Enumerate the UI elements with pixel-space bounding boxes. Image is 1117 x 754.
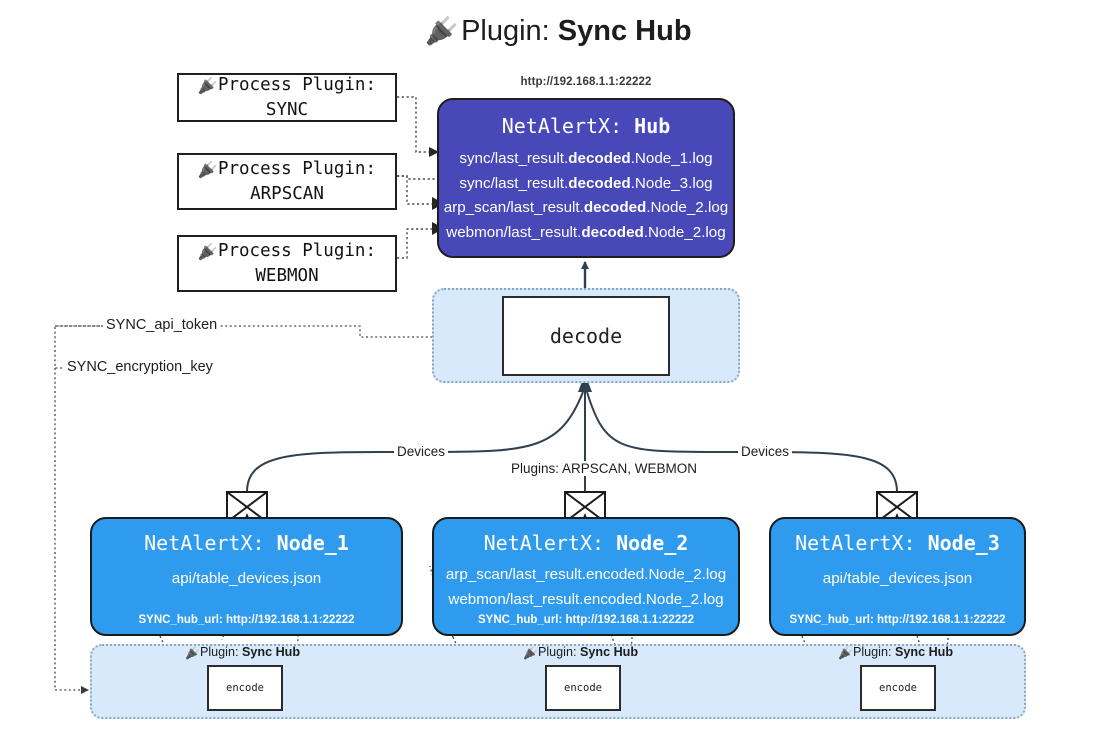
hub-file-line: sync/last_result.decoded.Node_3.log — [459, 174, 713, 192]
hub-url-label: http://192.168.1.1:22222 — [520, 76, 652, 88]
encode-caption-2: 🔌Plugin: Sync Hub — [523, 645, 639, 660]
page-title: 🔌Plugin: Sync Hub — [0, 14, 1117, 49]
node-to-decode-edges — [246, 391, 898, 493]
node-file-line: webmon/last_result.encoded.Node_2.log — [448, 590, 724, 608]
process-plugin-sync-line1: 🔌Process Plugin: — [198, 73, 376, 98]
process-plugin-sync-name: SYNC — [265, 99, 309, 120]
hub-file-line: webmon/last_result.decoded.Node_2.log — [446, 223, 726, 241]
process-plugin-sync-box[interactable]: 🔌Process Plugin: SYNC — [177, 73, 397, 122]
devices-left-label: Devices — [394, 444, 449, 459]
process-plugin-webmon-line1: 🔌Process Plugin: — [198, 239, 376, 264]
encode-label: encode — [564, 682, 602, 694]
plug-icon: 🔌 — [425, 16, 460, 46]
node-footer: SYNC_hub_url: http://192.168.1.1:22222 — [477, 614, 695, 626]
decode-label: decode — [549, 324, 623, 348]
node-title: NetAlertX: Node_1 — [144, 531, 349, 555]
encode-label: encode — [226, 682, 264, 694]
encode-box-2[interactable]: encode — [545, 665, 621, 711]
decode-box[interactable]: decode — [502, 296, 670, 376]
node-box-node-1[interactable]: NetAlertX: Node_1 api/table_devices.json… — [90, 517, 403, 636]
plugin-to-hub-edges — [397, 96, 439, 259]
hub-file-line: arp_scan/last_result.decoded.Node_2.log — [443, 199, 729, 217]
encode-label: encode — [879, 682, 917, 694]
plugins-center-label: Plugins: ARPSCAN, WEBMON — [508, 461, 701, 476]
node-box-node-2[interactable]: NetAlertX: Node_2 arp_scan/last_result.e… — [432, 517, 740, 636]
encode-box-3[interactable]: encode — [860, 665, 936, 711]
encryption-key-edge — [54, 368, 89, 694]
hub-file-line: sync/last_result.decoded.Node_1.log — [459, 150, 713, 167]
devices-right-label: Devices — [738, 444, 793, 459]
node-title: NetAlertX: Node_3 — [795, 531, 1000, 555]
process-plugin-arpscan-box[interactable]: 🔌Process Plugin: ARPSCAN — [177, 153, 397, 210]
encode-box-1[interactable]: encode — [207, 665, 283, 711]
process-plugin-webmon-box[interactable]: 🔌Process Plugin: WEBMON — [177, 235, 397, 292]
encode-caption-3: 🔌Plugin: Sync Hub — [838, 645, 954, 660]
node-box-node-3[interactable]: NetAlertX: Node_3 api/table_devices.json… — [769, 517, 1026, 636]
node-title: NetAlertX: Node_2 — [483, 531, 689, 555]
node-file-line: api/table_devices.json — [171, 570, 322, 587]
node-footer: SYNC_hub_url: http://192.168.1.1:22222 — [138, 614, 355, 626]
hub-box[interactable]: NetAlertX: Hub sync/last_result.decoded.… — [437, 98, 735, 258]
process-plugin-arpscan-name: ARPSCAN — [250, 183, 324, 204]
process-plugin-arpscan-line1: 🔌Process Plugin: — [198, 157, 376, 182]
plug-icon: 🔌 — [523, 646, 538, 660]
node-file-line: api/table_devices.json — [822, 570, 973, 587]
node-file-line: arp_scan/last_result.encoded.Node_2.log — [445, 566, 727, 583]
hub-title: NetAlertX: Hub — [501, 114, 671, 138]
process-plugin-webmon-name: WEBMON — [255, 265, 319, 286]
plug-icon: 🔌 — [838, 646, 853, 660]
node-footer: SYNC_hub_url: http://192.168.1.1:22222 — [789, 614, 1006, 626]
page-title-name: Sync Hub — [557, 15, 692, 47]
encode-caption-1: 🔌Plugin: Sync Hub — [185, 645, 301, 660]
plug-icon: 🔌 — [198, 159, 218, 179]
page-title-prefix: Plugin: — [461, 15, 558, 47]
plug-icon: 🔌 — [198, 75, 218, 95]
plug-icon: 🔌 — [185, 646, 200, 660]
sync-api-token-label: SYNC_api_token — [103, 317, 221, 333]
sync-encryption-key-label: SYNC_encryption_key — [64, 359, 216, 375]
plug-icon: 🔌 — [198, 241, 218, 261]
